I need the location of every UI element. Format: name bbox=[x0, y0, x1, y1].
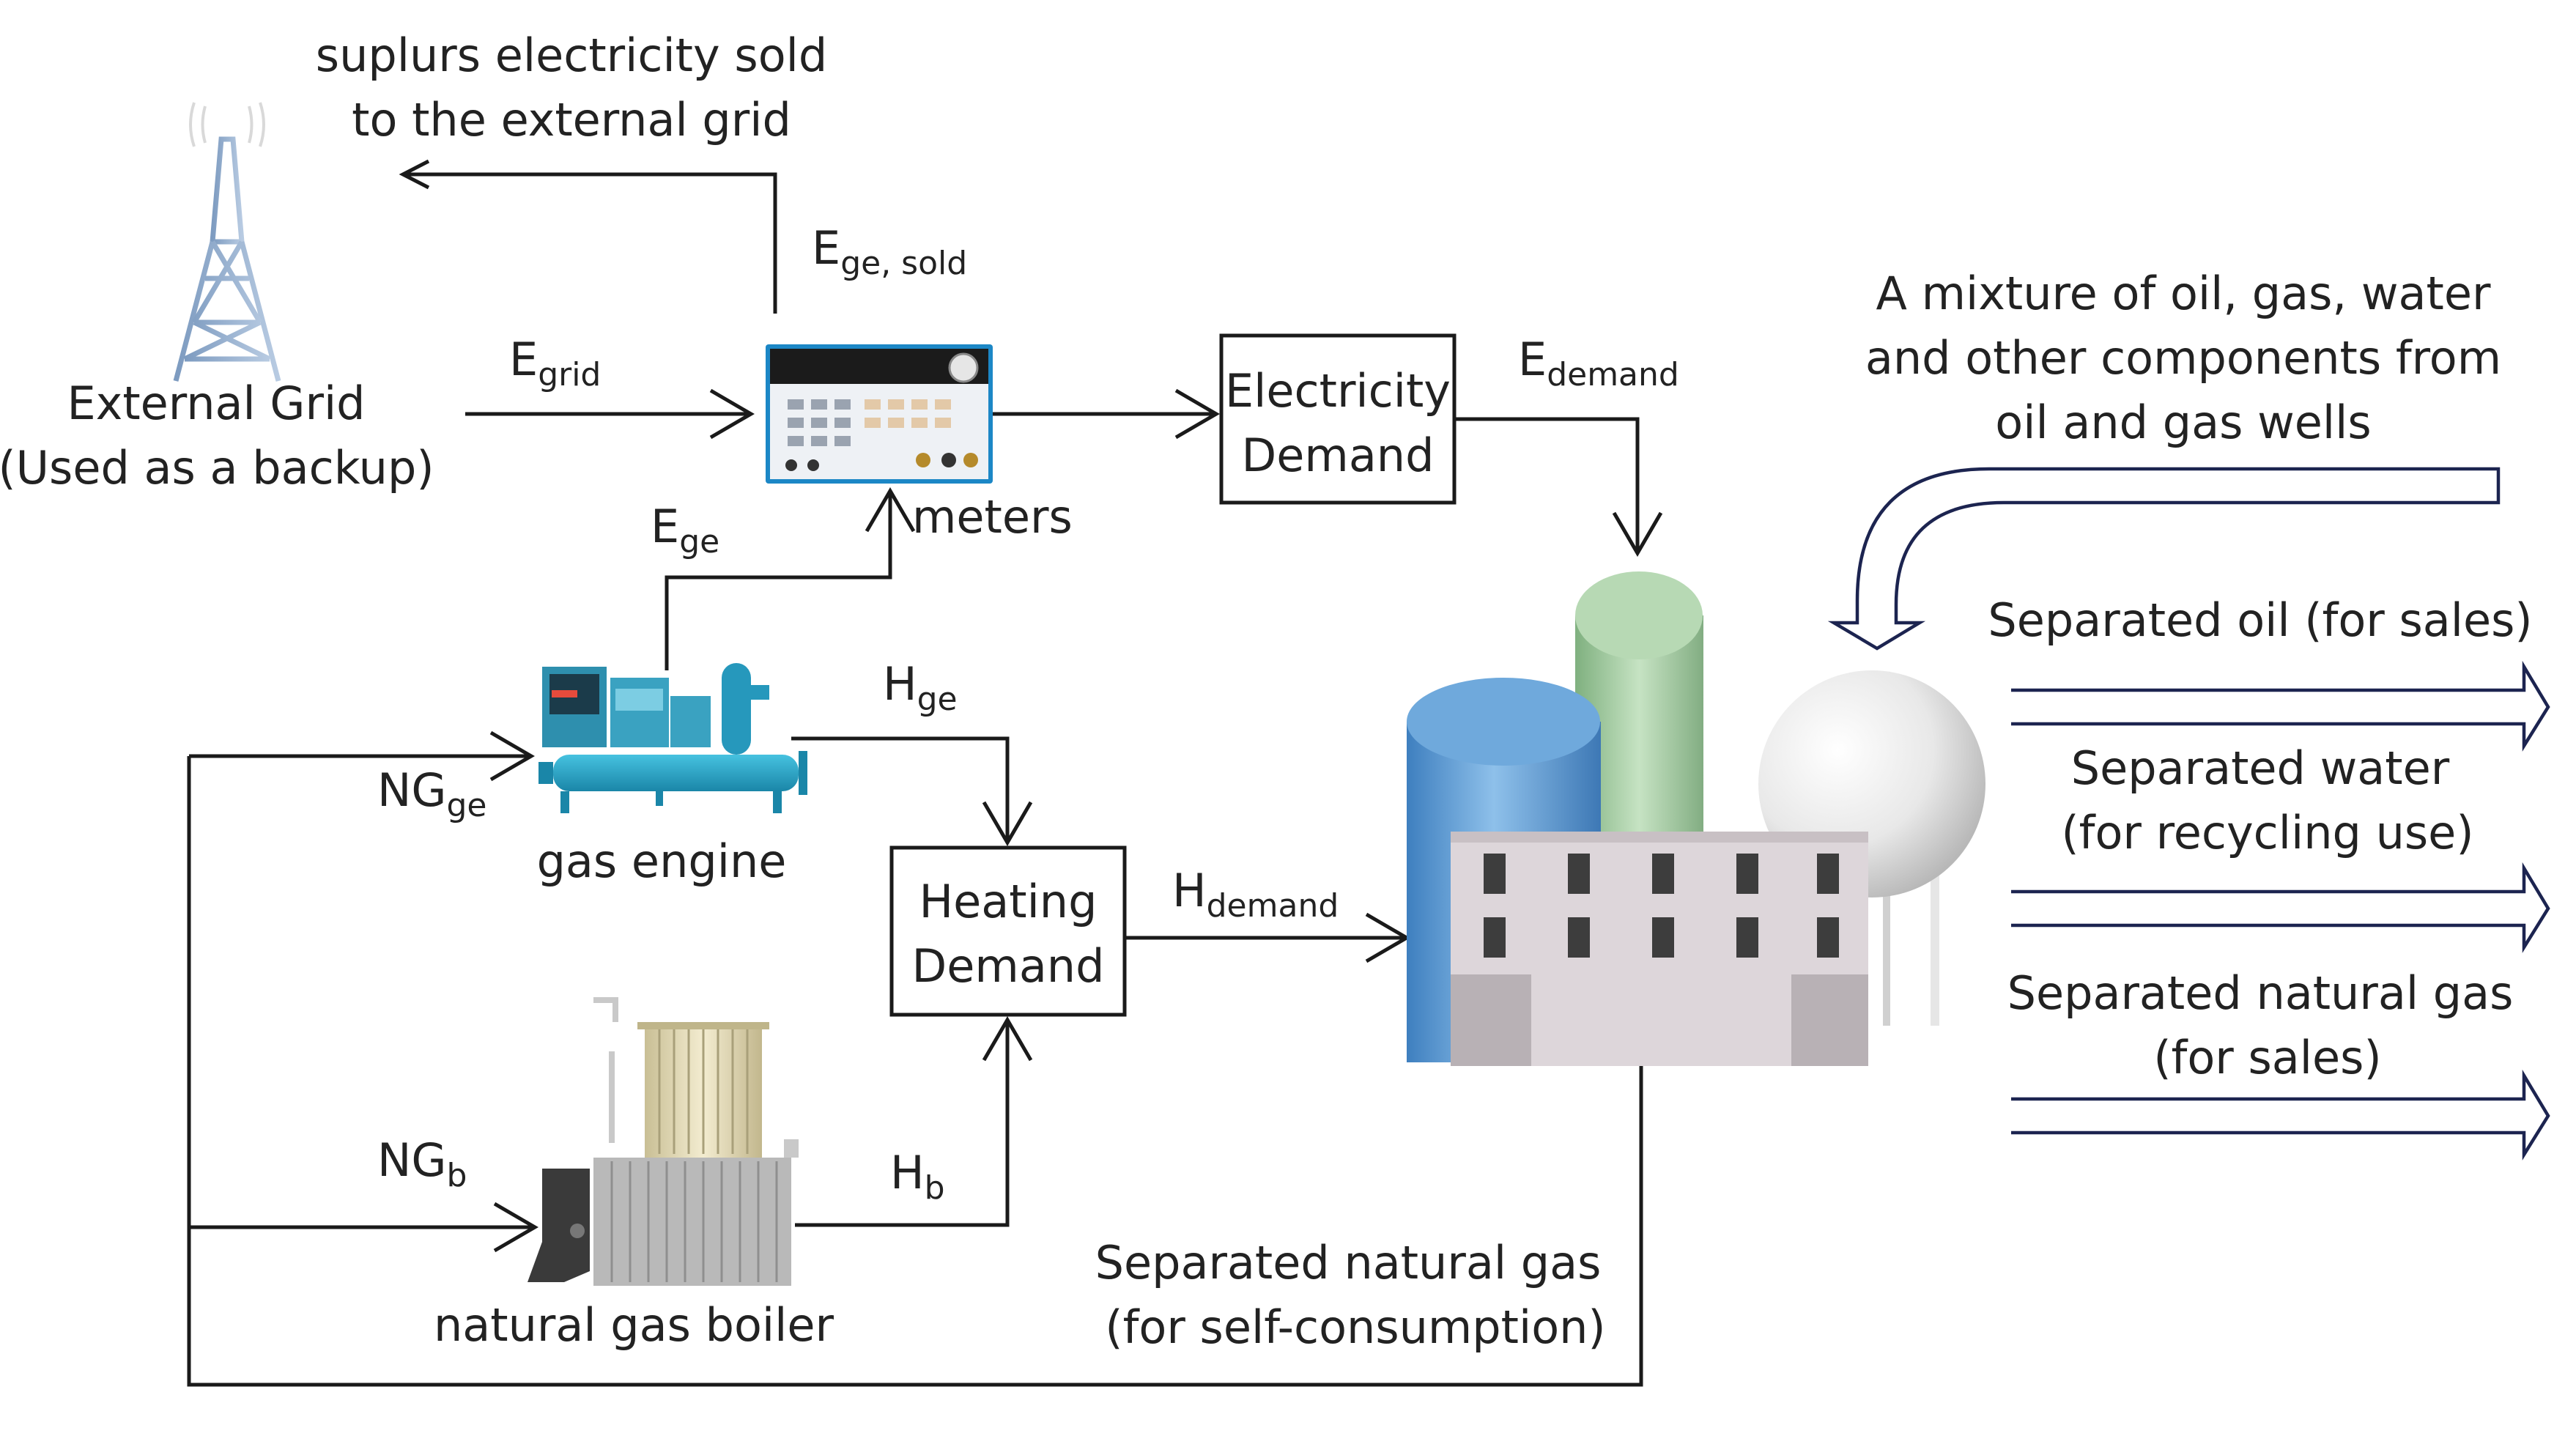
boiler-to-heating-arrowhead bbox=[982, 1016, 1033, 1062]
gas-output-label-line1: Separated natural gas bbox=[2007, 966, 2514, 1020]
gas-to-boiler-arrowhead bbox=[493, 1202, 538, 1253]
electricity-demand-box bbox=[1219, 333, 1457, 505]
flow-label-e-ge: Ege bbox=[651, 500, 719, 560]
water-output-label-line1: Separated water bbox=[2071, 741, 2450, 795]
grid-label-line1: External Grid bbox=[67, 377, 365, 430]
grid-to-meter-arrowhead bbox=[709, 388, 755, 440]
oil-output-label: Separated oil (for sales) bbox=[1988, 593, 2532, 647]
water-output-arrow bbox=[2011, 862, 2550, 953]
electricity-demand-line1: Electricity bbox=[1225, 364, 1451, 418]
boiler-to-heating-line bbox=[795, 1020, 1010, 1227]
surplus-arrowhead bbox=[399, 159, 430, 190]
flow-label-h-ge: Hge bbox=[883, 657, 958, 718]
meters-label: meters bbox=[912, 490, 1073, 544]
electricity-demand-line2: Demand bbox=[1242, 429, 1435, 482]
boiler-label: natural gas boiler bbox=[434, 1298, 834, 1352]
oil-output-arrow bbox=[2011, 660, 2550, 752]
self-consumption-label-line1: Separated natural gas bbox=[1095, 1236, 1602, 1289]
flow-label-ng-ge: NGge bbox=[377, 763, 486, 824]
gas-output-arrow bbox=[2011, 1069, 2550, 1161]
flow-label-h-demand: Hdemand bbox=[1172, 864, 1339, 925]
mixture-label-line1: A mixture of oil, gas, water bbox=[1876, 267, 2492, 320]
surplus-label-line1: suplurs electricity sold bbox=[316, 29, 827, 82]
grid-label-line2: (Used as a backup) bbox=[0, 441, 434, 495]
mixture-label-line3: oil and gas wells bbox=[1995, 396, 2371, 449]
engine-to-meter-arrowhead bbox=[865, 487, 916, 533]
gas-engine-label: gas engine bbox=[537, 834, 787, 888]
heating-demand-line2: Demand bbox=[912, 939, 1105, 993]
electricity-to-plant-line bbox=[1454, 417, 1640, 553]
gas-to-engine-arrowhead bbox=[489, 730, 535, 782]
self-consumption-label-line2: (for self-consumption) bbox=[1105, 1300, 1605, 1354]
flow-label-e-ge-sold: Ege, sold bbox=[812, 221, 967, 282]
engine-to-heating-line bbox=[791, 736, 1010, 843]
flow-label-e-demand: Edemand bbox=[1518, 333, 1679, 393]
mixture-label-line2: and other components from bbox=[1865, 331, 2501, 385]
gas-output-label-line2: (for sales) bbox=[2153, 1031, 2381, 1084]
transmission-tower-icon bbox=[161, 102, 293, 383]
electricity-to-plant-arrowhead bbox=[1612, 511, 1663, 557]
oil-gas-plant-icon bbox=[1407, 571, 1985, 1066]
self-consumption-gas-loop bbox=[187, 756, 1643, 1387]
flow-label-e-grid: Egrid bbox=[509, 333, 601, 393]
power-meter-icon bbox=[766, 344, 993, 484]
heating-demand-line1: Heating bbox=[919, 875, 1098, 928]
plant-building bbox=[1451, 832, 1868, 1066]
flow-label-ng-b: NGb bbox=[377, 1133, 467, 1194]
water-output-label-line2: (for recycling use) bbox=[2061, 806, 2473, 859]
engine-to-heating-arrowhead bbox=[982, 801, 1033, 846]
heating-demand-box bbox=[889, 845, 1127, 1017]
gas-boiler-icon bbox=[528, 997, 799, 1286]
surplus-label-line2: to the external grid bbox=[352, 93, 791, 147]
mixture-inflow-arrow bbox=[1827, 467, 2501, 651]
flow-label-h-b: Hb bbox=[890, 1146, 945, 1207]
engine-to-meter-line bbox=[665, 492, 892, 670]
meter-to-electricity-arrowhead bbox=[1174, 388, 1220, 440]
surplus-flow-line bbox=[407, 172, 777, 314]
gas-engine-icon bbox=[538, 663, 807, 813]
